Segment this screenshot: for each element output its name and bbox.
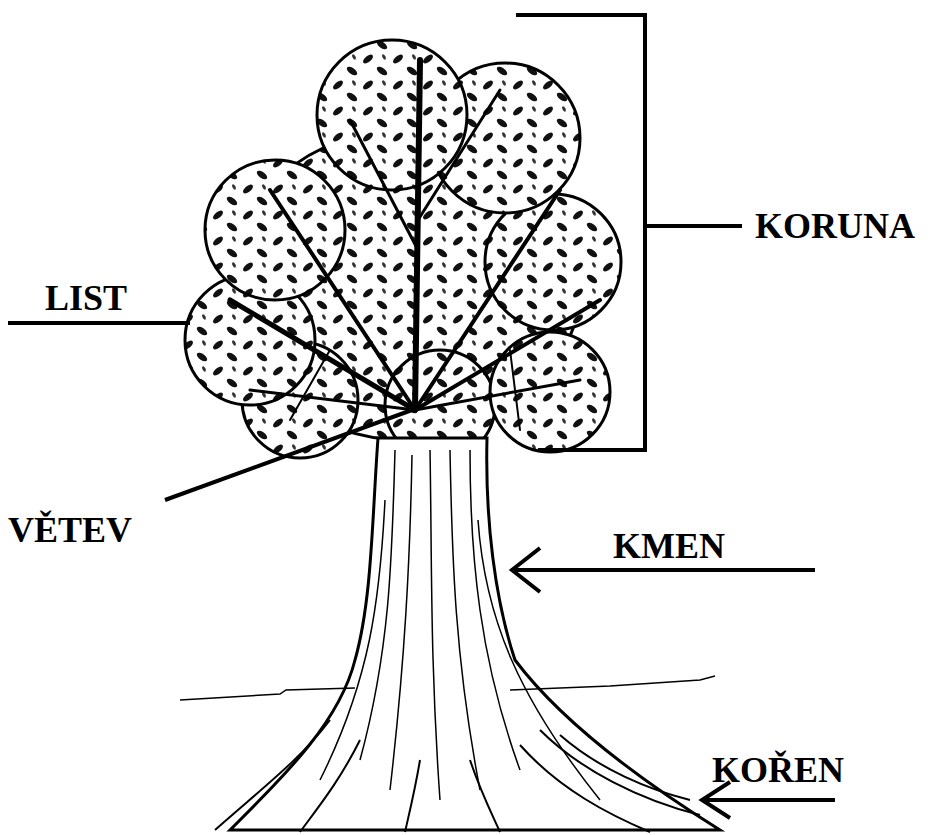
tree-crown: [185, 40, 621, 460]
leader-lines: [8, 323, 835, 818]
part-label: KMEN: [613, 528, 725, 564]
branch: [270, 190, 415, 410]
ground-line: [180, 676, 715, 700]
part-label: VĚTEV: [8, 512, 132, 548]
leaf-leader: [8, 321, 190, 325]
part-label: KORUNA: [755, 208, 915, 244]
branch: [510, 350, 520, 430]
branch: [415, 190, 560, 410]
part-label: KOŘEN: [712, 752, 844, 788]
branch: [415, 380, 580, 410]
branch: [350, 120, 418, 250]
branch: [415, 60, 420, 410]
branch: [415, 300, 600, 410]
crown-lobe: [205, 160, 345, 300]
part-label: LIST: [45, 280, 127, 316]
crown-lobe: [317, 40, 467, 190]
branch: [230, 300, 415, 410]
branch-leader: [165, 410, 412, 500]
branch: [250, 390, 415, 410]
branch: [418, 90, 500, 220]
crown-bracket: [516, 15, 742, 450]
tree-roots: [215, 720, 700, 832]
branches: [230, 60, 600, 430]
branch: [290, 350, 330, 420]
